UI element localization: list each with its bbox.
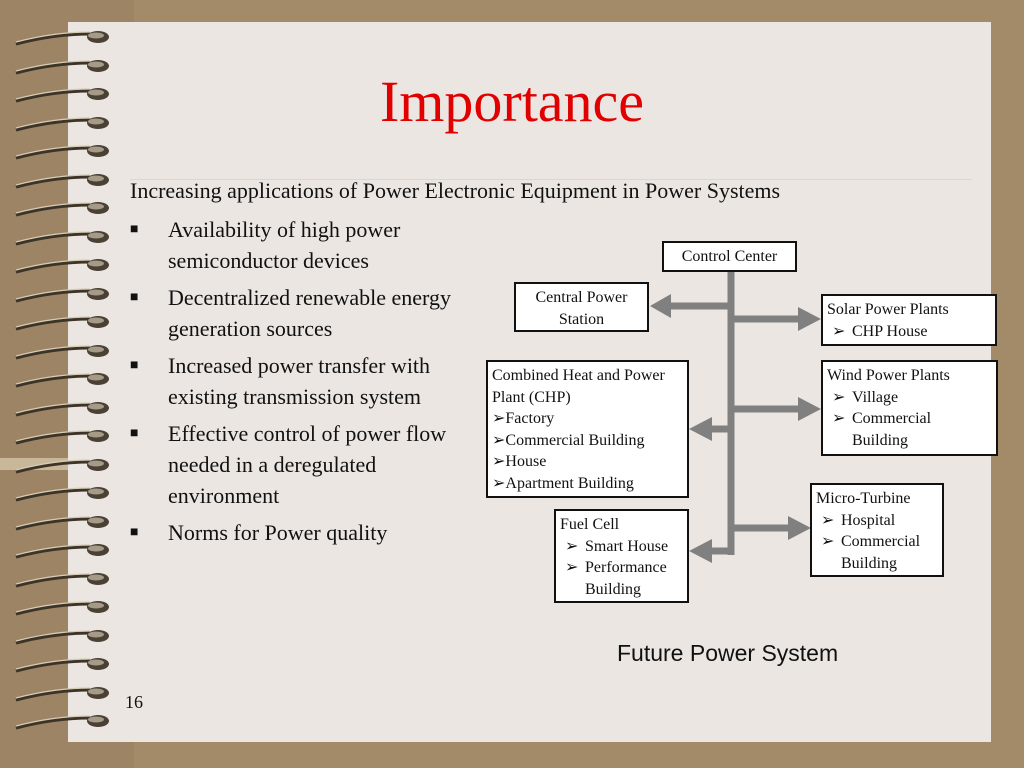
- micro-turbine-item: ➢Commercial: [816, 531, 938, 553]
- arrow-bullet-icon: ➢: [832, 322, 846, 340]
- wind-title: Wind Power Plants: [827, 367, 950, 384]
- central-station-label-line2: Station: [558, 310, 605, 328]
- bullet-item: ■ Decentralized renewable energy generati…: [130, 282, 460, 344]
- fuel-cell-item: ➢Performance: [560, 557, 683, 579]
- bullet-item: ■ Effective control of power flow needed …: [130, 418, 460, 511]
- arrowhead-micro-turbine: [788, 516, 811, 540]
- spiral-ring-icon: [15, 344, 109, 359]
- spiral-ring-icon: [15, 601, 109, 616]
- spiral-ring-icon: [15, 373, 109, 388]
- arrowhead-chp: [689, 417, 712, 441]
- chp-title-line2: Plant (CHP): [492, 388, 571, 406]
- chp-title-line1: Combined Heat and Power: [492, 367, 665, 384]
- chp-item: ➢Factory: [492, 410, 555, 427]
- spiral-ring-icon: [15, 202, 109, 217]
- arrow-bullet-icon: ➢: [492, 431, 506, 449]
- micro-turbine-title: Micro-Turbine: [816, 490, 911, 507]
- bullet-item: ■ Norms for Power quality: [130, 517, 460, 548]
- bullet-text: Effective control of power flow needed i…: [168, 421, 447, 508]
- spiral-ring-icon: [15, 116, 109, 131]
- chp-item: ➢Commercial Building: [492, 431, 645, 449]
- micro-turbine-item: ➢Hospital: [816, 510, 938, 532]
- spiral-ring-icon: [15, 145, 109, 160]
- arrow-bullet-icon: ➢: [492, 474, 506, 492]
- diagram-caption: Future Power System: [617, 640, 839, 666]
- wind-item: ➢Commercial: [827, 408, 992, 430]
- arrow-bullet-icon: ➢: [832, 388, 846, 406]
- wind-item: ➢Village: [827, 387, 992, 409]
- square-bullet-icon: ■: [130, 222, 139, 237]
- square-bullet-icon: ■: [130, 290, 139, 305]
- solar-power-plants-box: Solar Power Plants ➢CHP House: [821, 294, 997, 346]
- spiral-ring-icon: [15, 487, 109, 502]
- bullet-text: Availability of high power semiconductor…: [168, 217, 401, 273]
- micro-turbine-item-continuation: Building: [841, 554, 898, 572]
- fuel-cell-item-continuation: Building: [585, 580, 642, 598]
- micro-turbine-box: Micro-Turbine ➢Hospital ➢Commercial Buil…: [810, 483, 944, 577]
- bullet-item: ■ Increased power transfer with existing …: [130, 350, 460, 412]
- arrowhead-wind: [798, 397, 821, 421]
- arrow-bullet-icon: ➢: [565, 537, 579, 555]
- fuel-cell-box: Fuel Cell ➢Smart House ➢Performance Buil…: [554, 509, 689, 603]
- arrow-bullet-icon: ➢: [821, 511, 835, 529]
- solar-item: ➢CHP House: [827, 321, 991, 343]
- central-power-station-box: Central Power Station: [514, 282, 649, 332]
- arrowhead-solar: [798, 307, 821, 331]
- arrow-bullet-icon: ➢: [492, 453, 506, 470]
- bullet-list: ■ Availability of high power semiconducto…: [130, 214, 460, 554]
- wind-item-continuation: Building: [852, 431, 909, 449]
- solar-title: Solar Power Plants: [827, 301, 949, 318]
- spiral-ring-icon: [15, 715, 109, 730]
- slide-title: Importance: [379, 69, 645, 134]
- spiral-ring-icon: [15, 658, 109, 673]
- fuel-cell-item: ➢Smart House: [560, 536, 683, 558]
- fuel-cell-title: Fuel Cell: [560, 516, 620, 533]
- spiral-ring-icon: [15, 173, 109, 188]
- spiral-ring-icon: [15, 544, 109, 559]
- arrowhead-fuel-cell: [689, 539, 712, 563]
- square-bullet-icon: ■: [130, 525, 139, 540]
- arrow-bullet-icon: ➢: [821, 533, 835, 550]
- spiral-ring-icon: [15, 572, 109, 587]
- bullet-text: Norms for Power quality: [168, 520, 388, 545]
- arrow-bullet-icon: ➢: [565, 559, 579, 576]
- spiral-ring-icon: [15, 686, 109, 701]
- spiral-ring-icon: [15, 230, 109, 245]
- bullet-item: ■ Availability of high power semiconducto…: [130, 214, 460, 276]
- spiral-ring-icon: [15, 287, 109, 302]
- chp-item: ➢House: [492, 453, 547, 470]
- spiral-ring-icon: [15, 430, 109, 445]
- bullet-text: Increased power transfer with existing t…: [168, 353, 431, 409]
- spiral-ring-icon: [15, 515, 109, 530]
- spiral-ring-icon: [15, 31, 109, 46]
- page-number: 16: [125, 692, 143, 712]
- chp-plant-box: Combined Heat and Power Plant (CHP) ➢Fac…: [486, 360, 689, 498]
- wind-power-plants-box: Wind Power Plants ➢Village ➢Commercial B…: [821, 360, 998, 456]
- chp-item: ➢Apartment Building: [492, 474, 634, 492]
- spiral-ring-icon: [15, 316, 109, 331]
- arrowhead-central-station: [650, 294, 671, 318]
- control-center-label: Control Center: [681, 248, 778, 265]
- central-station-label-line1: Central Power: [535, 289, 628, 306]
- spiral-ring-icon: [15, 259, 109, 274]
- square-bullet-icon: ■: [130, 426, 139, 441]
- spiral-ring-icon: [15, 88, 109, 103]
- arrow-bullet-icon: ➢: [492, 410, 506, 427]
- spiral-ring-icon: [15, 629, 109, 644]
- control-center-box: Control Center: [662, 241, 797, 272]
- bullet-text: Decentralized renewable energy generatio…: [168, 285, 451, 341]
- spiral-ring-icon: [15, 401, 109, 416]
- spiral-ring-icon: [15, 59, 109, 74]
- spiral-ring-icon: [15, 458, 109, 473]
- slide-subtitle: Increasing applications of Power Electro…: [130, 178, 781, 203]
- arrow-bullet-icon: ➢: [832, 410, 846, 427]
- square-bullet-icon: ■: [130, 358, 139, 373]
- subtitle-divider: [130, 179, 972, 180]
